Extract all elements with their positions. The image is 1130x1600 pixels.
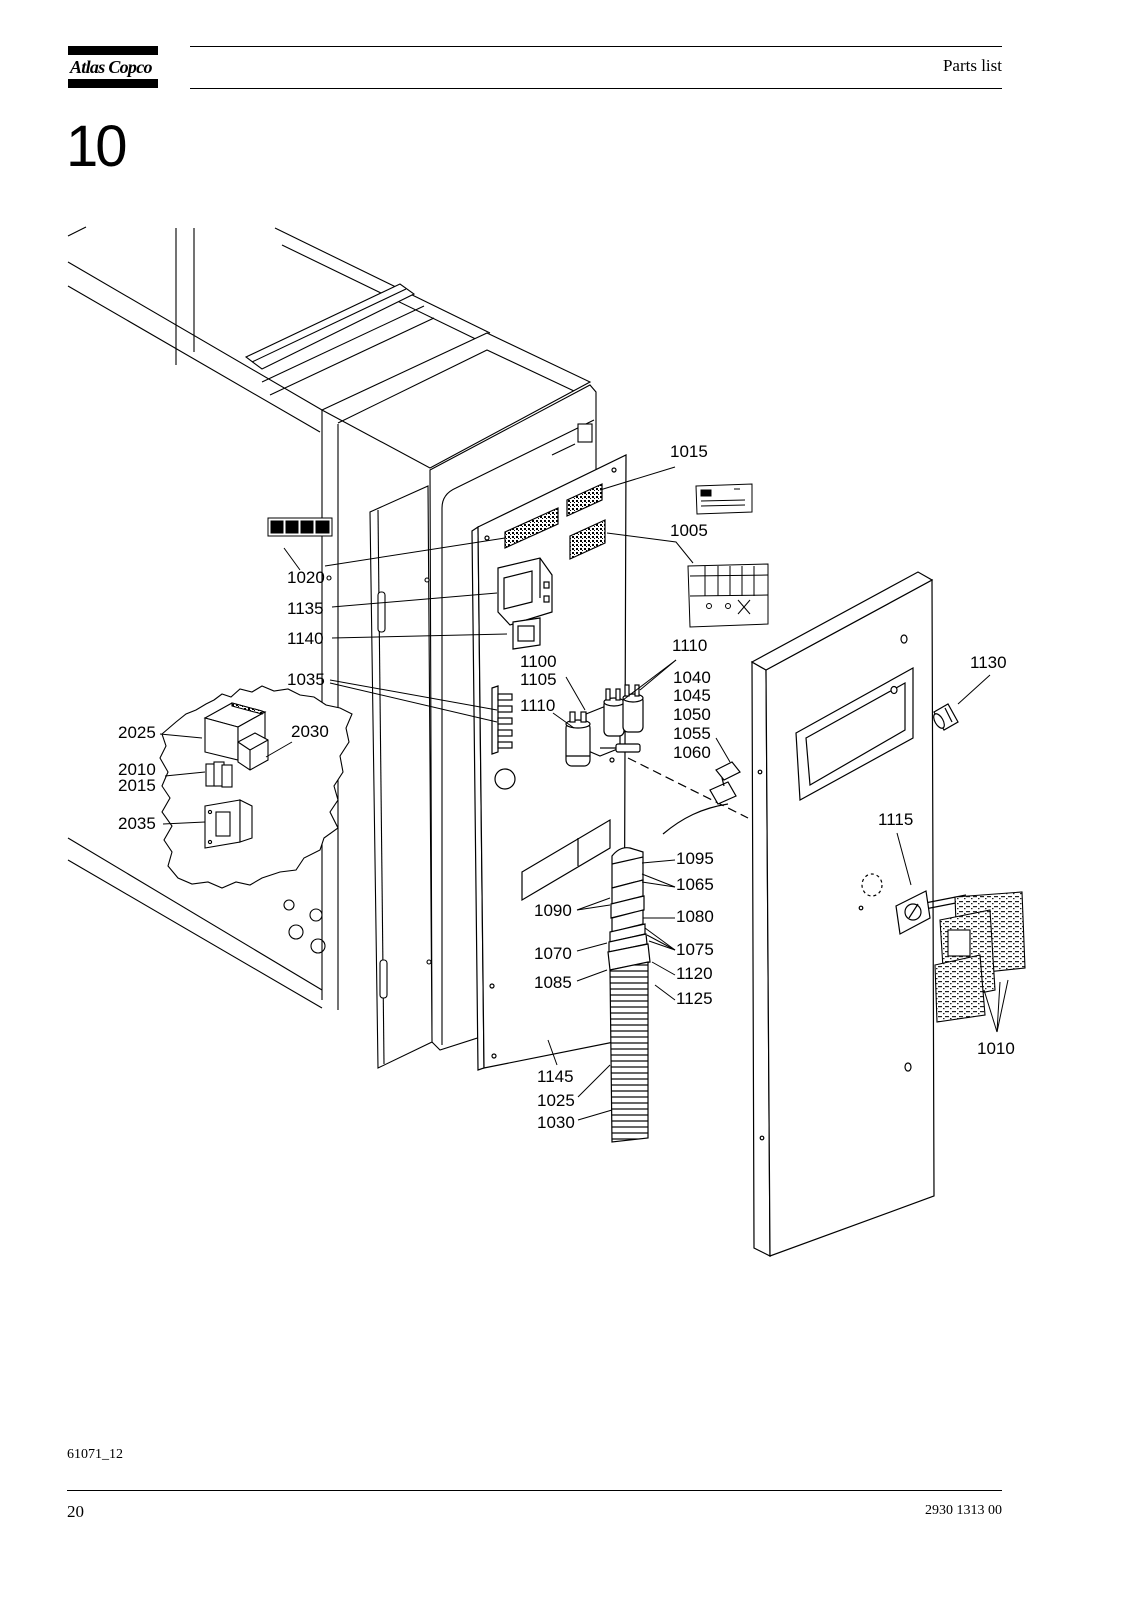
callout-label: 1005 (670, 521, 708, 540)
door-window (805, 681, 906, 786)
panel-cable-slot (521, 818, 611, 902)
callout-label: 1065 (676, 875, 714, 894)
callout-label: 1130 (970, 653, 1007, 672)
callout-label: 1080 (676, 907, 714, 926)
contactor-assembly (565, 684, 644, 767)
component-1140 (512, 617, 541, 650)
callout-labels: 1015 1005 1020 1135 1140 1035 1100 1105 … (118, 442, 1015, 1132)
header-rule-bottom (190, 88, 1002, 89)
callout-label: 1140 (287, 629, 324, 648)
leader-lines (159, 466, 1009, 1121)
callout-label: 1120 (676, 964, 713, 983)
door-handle-hole (861, 873, 883, 897)
callout-label: 1145 (537, 1067, 574, 1086)
panel-label-area-3 (569, 519, 606, 560)
header-rule-top (190, 46, 1002, 47)
callout-label: 2010 (118, 760, 156, 779)
callout-label: 1030 (537, 1113, 575, 1132)
callout-label: 1105 (520, 670, 557, 689)
callout-label: 2025 (118, 723, 156, 742)
callout-label: 2015 (118, 776, 156, 795)
terminal-strip-1035 (491, 685, 513, 755)
label-plate-1005 (687, 563, 769, 628)
cabinet-front-plate (369, 485, 433, 1069)
callout-label: 1040 (673, 668, 711, 687)
section-title: Parts list (942, 56, 1002, 75)
logo-bar-top (68, 46, 158, 55)
pictogram-plate-1020 (267, 517, 333, 537)
callout-label: 1015 (670, 442, 708, 461)
callout-label: 1085 (534, 973, 572, 992)
page-number: 20 (67, 1502, 84, 1521)
logo-bar-bottom (68, 79, 158, 88)
door-lock-1130 (933, 703, 959, 731)
callout-label: 1035 (287, 670, 325, 689)
callout-label: 1110 (672, 636, 707, 655)
document-number: 2930 1313 00 (925, 1503, 1002, 1518)
callout-label: 1070 (534, 944, 572, 963)
callout-label: 1075 (676, 940, 714, 959)
panel-label-area-1 (504, 507, 559, 549)
atlas-copco-logo: Atlas Copco (68, 46, 158, 89)
figure-reference: 61071_12 (67, 1447, 123, 1462)
cabinet-door (750, 571, 935, 1257)
documents-1010 (934, 891, 1026, 1023)
footer-rule (67, 1490, 1002, 1491)
cutaway-detail (159, 685, 353, 889)
component-2035 (204, 799, 253, 849)
callout-label: 2030 (291, 722, 329, 741)
panel-label-area-2 (566, 483, 603, 517)
callout-label: 1045 (673, 686, 711, 705)
wire-harness-1060 (627, 757, 749, 835)
callout-label: 2035 (118, 814, 156, 833)
cabinet-frame (67, 226, 592, 1010)
callout-label: 1020 (287, 568, 325, 587)
callout-label: 1050 (673, 705, 711, 724)
callout-label: 1025 (537, 1091, 575, 1110)
callout-label: 1055 (673, 724, 711, 743)
logo-text: Atlas Copco (70, 57, 153, 77)
callout-label: 1115 (878, 810, 913, 829)
callout-label: 1110 (520, 696, 555, 715)
cable-gland-stack (607, 847, 651, 1143)
callout-label: 1135 (287, 599, 324, 618)
component-2030 (237, 732, 269, 771)
component-2010-2015 (205, 761, 233, 788)
callout-label: 1100 (520, 652, 557, 671)
callout-label: 1090 (534, 901, 572, 920)
label-plate-1015 (695, 483, 753, 515)
panel-cable-hole (494, 768, 516, 790)
callout-label: 1060 (673, 743, 711, 762)
chapter-number: 10 (66, 114, 127, 179)
callout-label: 1095 (676, 849, 714, 868)
electrical-panel (471, 454, 651, 1143)
callout-label: 1125 (676, 989, 713, 1008)
callout-label: 1010 (977, 1039, 1015, 1058)
component-1135 (497, 557, 553, 626)
